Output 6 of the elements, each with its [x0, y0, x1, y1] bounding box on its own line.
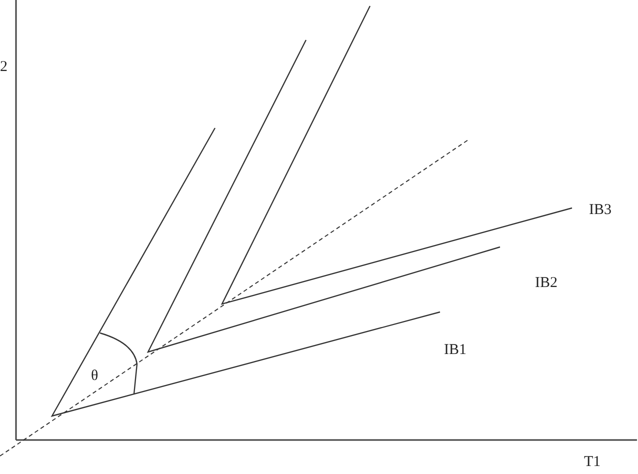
axis-label: T1: [584, 455, 601, 470]
curve-label: IB3: [589, 203, 612, 218]
axis-label: 2: [0, 60, 8, 75]
curve-label: IB1: [444, 343, 466, 358]
angle-label: θ: [91, 369, 98, 384]
curve-label: IB2: [535, 276, 558, 291]
